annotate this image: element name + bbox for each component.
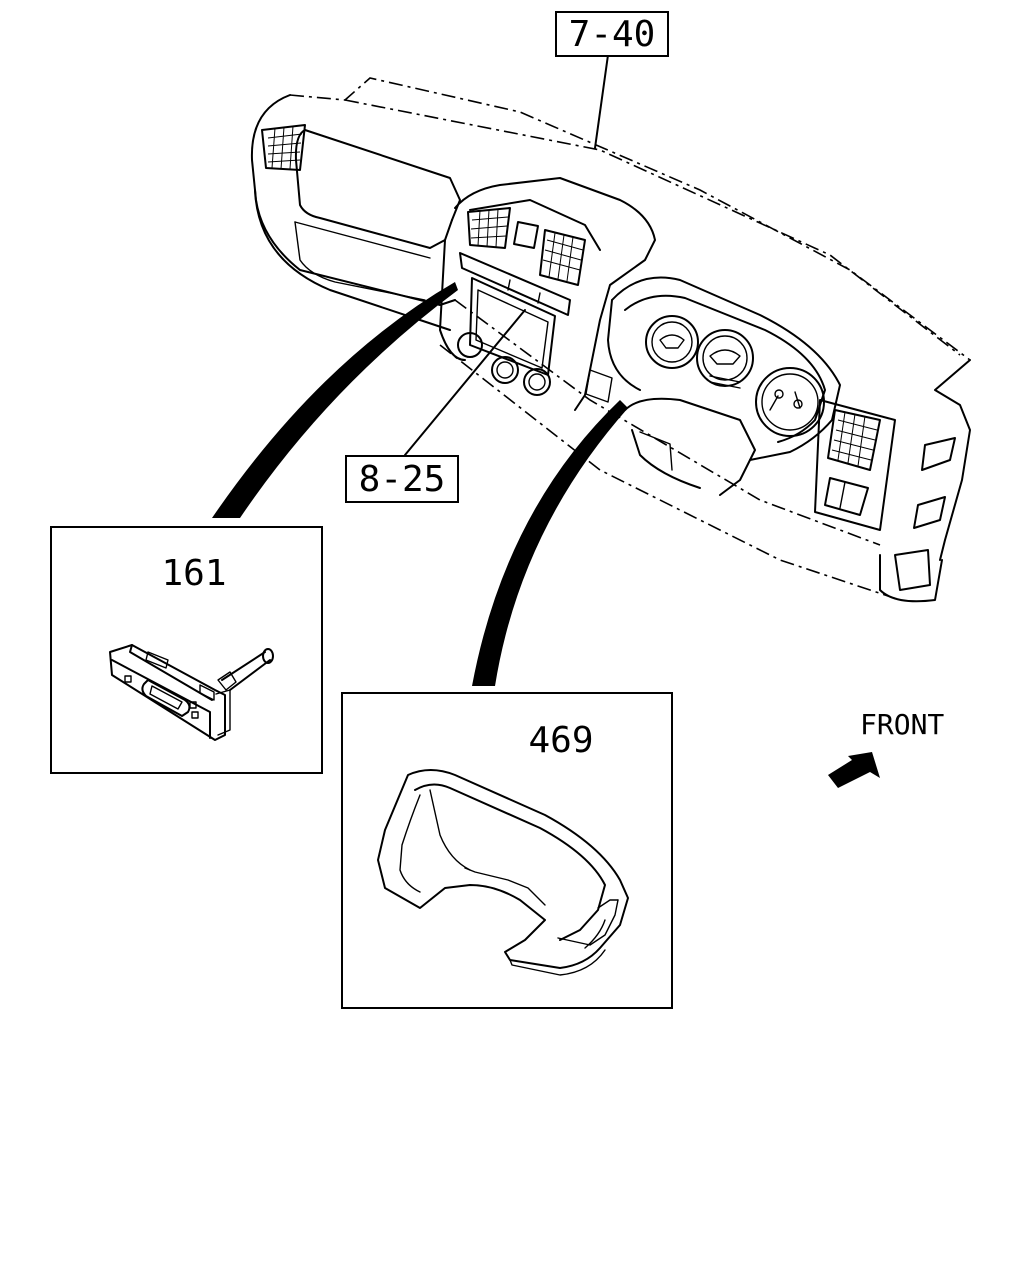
swoosh-arrow-161: [212, 282, 458, 518]
leader-7-40: [594, 54, 609, 149]
callout-box-8-25: [345, 455, 459, 503]
detail-box-469: [341, 692, 673, 1009]
instrument-panel-drawing: [250, 77, 971, 603]
leader-8-25: [404, 309, 526, 456]
detail-box-161: [50, 526, 323, 774]
part-number-161: 161: [161, 553, 226, 594]
front-arrow-icon: [828, 752, 880, 788]
climate-switch-drawing: [109, 644, 274, 741]
callout-8-25: 8-25: [359, 459, 446, 500]
part-number-469: 469: [528, 720, 593, 761]
swoosh-arrow-469: [472, 400, 628, 686]
cluster-bezel-drawing: [377, 769, 629, 976]
front-label: FRONT: [860, 708, 944, 741]
callout-7-40: 7-40: [569, 14, 656, 55]
callout-box-7-40: [555, 11, 669, 57]
